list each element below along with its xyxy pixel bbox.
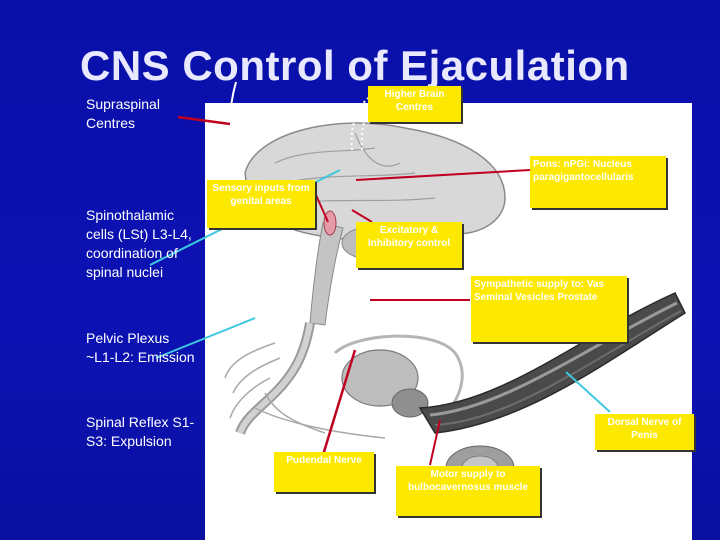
callout-pudendal-nerve: Pudendal Nerve: [274, 452, 374, 492]
label-spinal-reflex: Spinal Reflex S1-S3: Expulsion: [86, 414, 195, 449]
label-supraspinal-centres: Supraspinal Centres: [86, 96, 160, 131]
spinal-cord-inner: [237, 322, 313, 435]
pelvic-nerve-branches: [224, 342, 386, 439]
pons-connector: [355, 169, 531, 181]
callout-sympathetic-supply: Sympathetic supply to: Vas Seminal Vesic…: [471, 276, 627, 342]
pelvic-plexus-connector: [155, 317, 256, 359]
callout-motor-supply: Motor supply to bulbocavernosus muscle: [396, 466, 540, 516]
dorsal-nerve-connector: [565, 371, 611, 413]
callout-sensory-inputs: Sensory inputs from genital areas: [207, 180, 315, 228]
supraspinal-connector: [177, 115, 231, 126]
callout-higher-brain-centres: Higher Brain Centres: [368, 86, 461, 122]
prostate-illustration: [391, 388, 429, 418]
pudendal-connector: [318, 349, 357, 466]
motor-connector: [429, 419, 441, 466]
dotted-arrow-1: [350, 97, 369, 151]
sensory-connector: [315, 194, 329, 223]
callout-pons: Pons: nPGi: Nucleus paragigantocellulari…: [530, 156, 666, 208]
pelvis-outline: [333, 334, 464, 420]
label-pelvic-plexus: Pelvic Plexus ~L1-L2: Emission: [86, 330, 195, 365]
spinothalamic-nucleus-marker: [323, 210, 337, 236]
callout-dorsal-nerve: Dorsal Nerve of Penis: [595, 414, 694, 450]
callout-excitatory-inhibitory: Excitatory & Inhibitory control: [356, 222, 462, 268]
slide-title: CNS Control of Ejaculation: [80, 42, 630, 89]
excitatory-connector: [351, 209, 373, 223]
label-spinothalamic-cells: Spinothalamic cells (LSt) L3-L4, coordin…: [86, 207, 192, 280]
dotted-arrow-2: [360, 95, 381, 151]
